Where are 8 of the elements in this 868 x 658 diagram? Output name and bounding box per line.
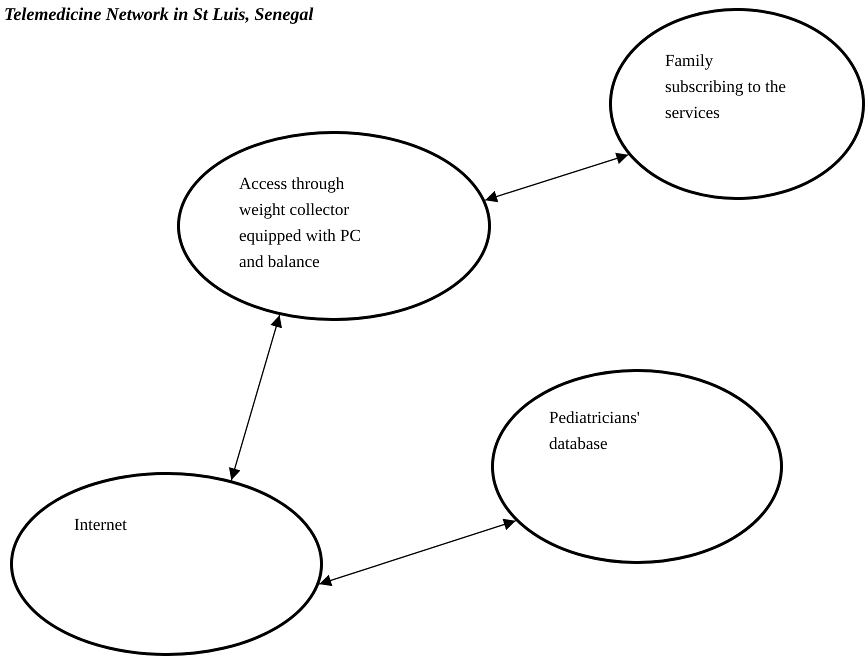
- double-arrow: [484, 152, 629, 202]
- node-label: Family subscribing to the services: [665, 50, 787, 124]
- double-arrow: [228, 314, 282, 480]
- diagram-title: Telemedicine Network in St Luis, Senegal: [4, 4, 314, 25]
- double-arrow: [319, 518, 516, 586]
- node-label: Internet: [74, 514, 128, 536]
- node-label: Pediatricians' database: [549, 407, 641, 455]
- node-label: Access through weight collector equipped with PC and balance: [239, 173, 362, 273]
